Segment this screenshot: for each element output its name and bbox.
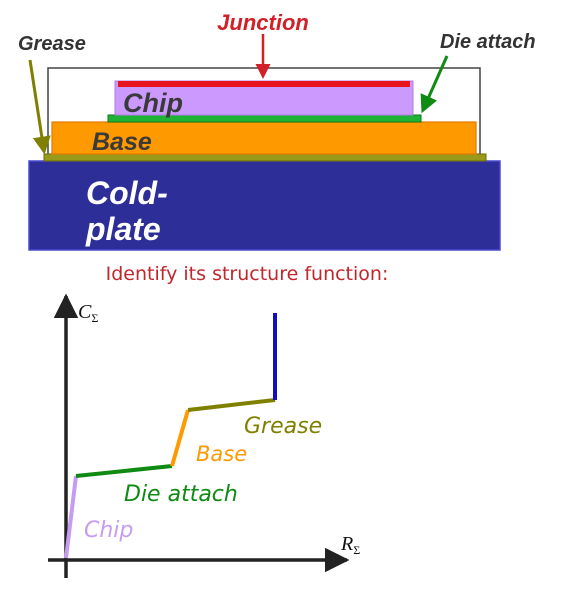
curve-base — [170, 409, 190, 467]
segment-label-die-attach: Die attach — [124, 482, 238, 507]
base-label: Base — [92, 128, 152, 156]
curve-die-attach — [75, 464, 173, 478]
segment-label-base: Base — [196, 442, 247, 466]
segment-label-chip: Chip — [84, 518, 133, 543]
die-attach-label: Die attach — [440, 31, 536, 53]
coldplate-label-line1: Cold- — [86, 175, 168, 211]
die-attach-arrow — [420, 55, 449, 114]
chip-label: Chip — [123, 88, 183, 118]
segment-label-grease: Grease — [244, 414, 322, 439]
caption: Identify its structure function: — [106, 263, 389, 285]
coldplate-label-line2: plate — [85, 211, 161, 247]
grease-arrow — [28, 59, 51, 155]
x-axis-label: RΣ — [340, 533, 360, 557]
curve-chip — [64, 475, 78, 559]
y-axis-label: CΣ — [78, 301, 98, 325]
junction-layer — [118, 81, 410, 87]
curve-grease — [187, 398, 276, 412]
junction-label: Junction — [217, 10, 309, 35]
grease-label: Grease — [18, 33, 86, 55]
